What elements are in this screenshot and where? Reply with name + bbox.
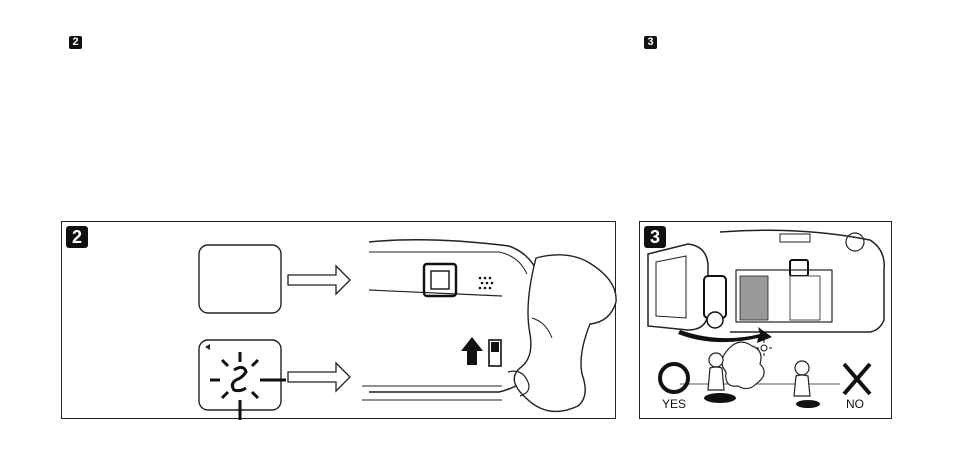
person-yes: [709, 353, 723, 367]
step-3-heading: 3: [644, 36, 657, 49]
arrow-right-icon: [288, 266, 350, 294]
viewfinder-icon: [424, 264, 456, 296]
no-label: NO: [846, 398, 864, 410]
camera-body: [369, 240, 539, 392]
film-loading-drawing: [640, 222, 893, 420]
yes-circle-icon: [660, 364, 688, 392]
camera-viewfinder-drawing: [62, 222, 617, 420]
speaker-grille: [479, 277, 494, 290]
step-2-heading: 2: [69, 36, 82, 49]
no-cross-icon: [844, 364, 870, 394]
step-3-illustration: 3: [639, 221, 892, 419]
arrow-right-icon: [288, 363, 350, 391]
yes-label: YES: [662, 398, 686, 410]
flash-symbol: [232, 367, 246, 390]
lcd-flashing: [199, 340, 281, 410]
lcd-blank: [199, 245, 281, 313]
viewfinder-icon: [790, 260, 808, 276]
arrow-up-icon: [461, 337, 483, 365]
person-no: [795, 361, 809, 375]
tree-drawing: [722, 342, 764, 388]
hand-drawing: [514, 255, 616, 412]
step-2-illustration: 2: [61, 221, 616, 419]
